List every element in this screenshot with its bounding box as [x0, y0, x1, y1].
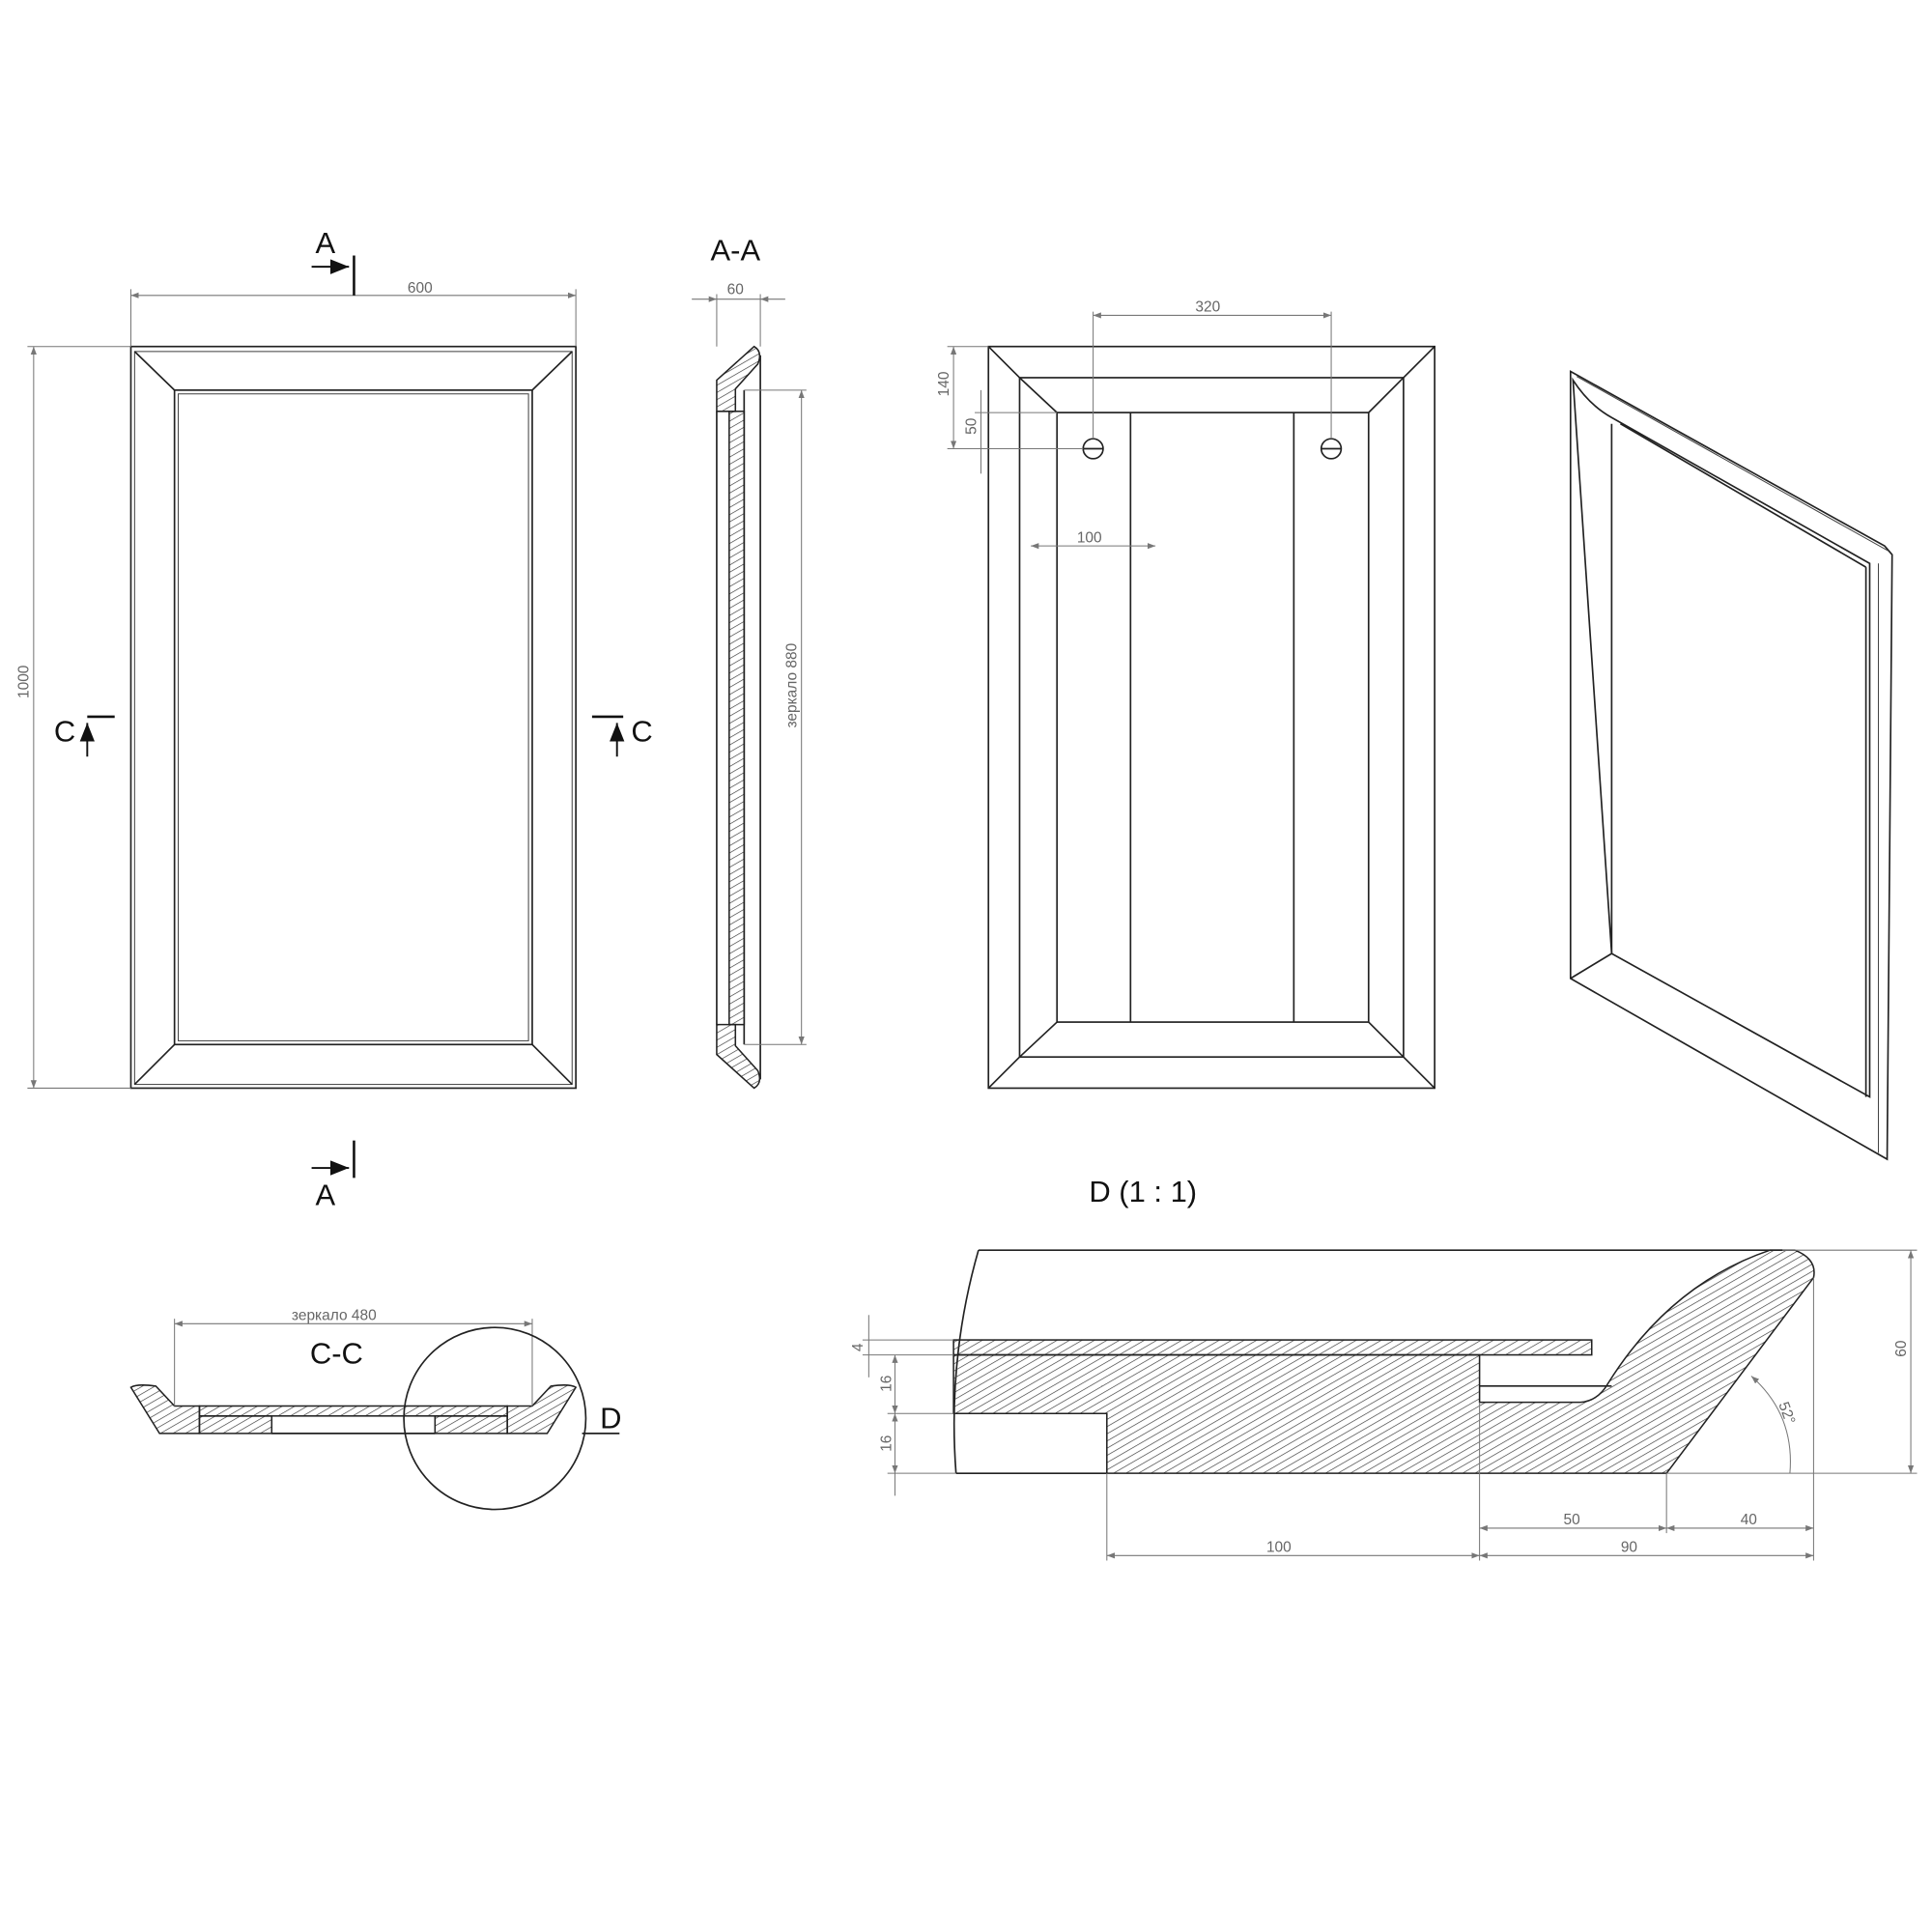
dim-d-50: 50	[1563, 1512, 1579, 1528]
detail-d-marker: D	[600, 1402, 621, 1435]
dim-d-height: 60	[1893, 1341, 1910, 1357]
detail-d	[862, 1249, 1918, 1561]
dim-d-angle: 52°	[1775, 1400, 1798, 1427]
section-a-top-label: A	[315, 226, 335, 260]
section-cc-title: C-C	[310, 1337, 363, 1371]
front-view	[27, 255, 625, 1179]
dim-d-40: 40	[1741, 1512, 1757, 1528]
dim-hole-spacing: 320	[1195, 299, 1220, 316]
section-c-right-label: C	[631, 715, 652, 749]
dim-d-100: 100	[1266, 1539, 1292, 1555]
hanging-hole-icon	[1082, 438, 1104, 460]
dim-aa-depth: 60	[727, 282, 744, 298]
dim-back-strip: 100	[1077, 529, 1102, 546]
dim-hole-offset: 50	[963, 418, 980, 435]
perspective-view	[1569, 370, 1893, 1161]
section-aa	[692, 294, 807, 1090]
dim-d-step2: 16	[879, 1435, 895, 1452]
section-c-left-label: C	[54, 715, 75, 749]
dim-hole-top: 140	[936, 372, 952, 397]
section-cc	[129, 1319, 620, 1511]
detail-d-title: D (1 : 1)	[1089, 1175, 1197, 1208]
back-view	[947, 311, 1435, 1090]
dim-front-width: 600	[408, 280, 433, 297]
dim-d-glass: 4	[850, 1343, 867, 1351]
hanging-hole-icon	[1320, 438, 1343, 460]
dim-front-height: 1000	[16, 666, 33, 698]
section-a-bottom-label: A	[315, 1179, 335, 1212]
section-aa-title: A-A	[710, 234, 760, 268]
dim-aa-mirror: зеркало 880	[784, 643, 801, 728]
dim-d-90: 90	[1621, 1539, 1637, 1555]
dim-cc-mirror: зеркало 480	[292, 1307, 377, 1323]
dim-d-step1: 16	[879, 1376, 895, 1392]
